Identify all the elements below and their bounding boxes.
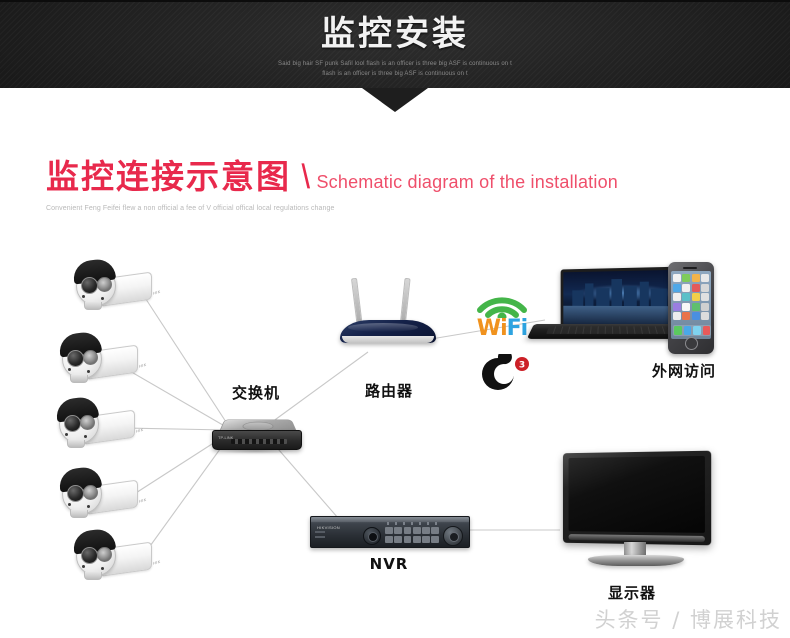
header-subtitle: Said big hair SF punk Safil lool flash i… xyxy=(0,59,790,79)
camera-sensor-dot-icon xyxy=(68,368,71,371)
camera-mount-icon xyxy=(84,572,102,580)
monitor-neck-icon xyxy=(624,542,646,557)
nvr-brand-label: HIKVISION xyxy=(317,525,340,530)
camera-screw-dot-icon xyxy=(101,297,104,300)
wifi-fi-text: Fi xyxy=(506,316,529,341)
line-router-internet xyxy=(424,319,546,341)
line-camera5-switch xyxy=(139,437,229,561)
camera-ir-led-icon xyxy=(80,415,95,430)
line-camera2-switch xyxy=(127,369,229,429)
monitor-stand-icon xyxy=(588,555,684,566)
camera-screw-dot-icon xyxy=(87,370,90,373)
camera-mount-icon xyxy=(70,375,88,383)
cctv-camera-2[interactable]: HIK xyxy=(57,330,147,387)
camera-lens-icon xyxy=(81,547,98,564)
router-label: 路由器 xyxy=(364,382,413,400)
camera-sensor-dot-icon xyxy=(82,295,85,298)
china-unicom-3g-logo: 3 xyxy=(475,350,533,394)
phone-earpiece-icon xyxy=(683,267,697,269)
section-subtitle: Convenient Feng Feifei flew a non offici… xyxy=(46,205,335,212)
3g-badge-text: 3 xyxy=(519,361,525,371)
camera-sensor-dot-icon xyxy=(65,433,68,436)
cctv-camera-4[interactable]: HIK xyxy=(57,465,147,522)
camera-screw-dot-icon xyxy=(84,435,87,438)
section-title-chinese: 监控连接示意图 xyxy=(46,157,291,196)
switch-label: 交换机 xyxy=(231,384,280,402)
line-camera3-switch xyxy=(125,427,227,431)
nvr-button-pad-icon xyxy=(385,527,439,543)
camera-lens-icon xyxy=(67,485,84,502)
switch-ports-icon xyxy=(231,439,287,444)
section-title-english: Schematic diagram of the installation xyxy=(316,172,619,192)
wifi-signal-icon xyxy=(477,297,527,322)
phone-dock xyxy=(673,325,711,336)
unicom-swirl-icon: 3 xyxy=(482,350,529,390)
camera-sensor-dot-icon xyxy=(68,503,71,506)
camera-mount-icon xyxy=(84,302,102,310)
phone-app-grid xyxy=(673,274,709,320)
header-banner: 监控安装 Said big hair SF punk Safil lool fl… xyxy=(0,0,790,88)
wifi-router[interactable] xyxy=(340,277,436,346)
header-subtitle-line-2: flash is an officer is three big ASF is … xyxy=(322,71,468,77)
monitor-screen-icon xyxy=(568,455,705,533)
laptop-keys-icon xyxy=(546,326,670,334)
network-switch[interactable]: TP-LINK xyxy=(210,412,302,454)
nvr-chassis-icon: HIKVISION xyxy=(310,516,470,548)
cctv-camera-1[interactable]: HIK xyxy=(71,257,161,314)
wifi-wi-text: Wi xyxy=(476,316,508,341)
header-title: 监控安装 xyxy=(321,14,469,54)
camera-ir-led-icon xyxy=(97,277,112,292)
header-subtitle-line-1: Said big hair SF punk Safil lool flash i… xyxy=(278,61,512,67)
monitor-bezel-icon xyxy=(562,450,712,546)
nvr-jog-wheel-icon xyxy=(443,526,463,546)
camera-screw-dot-icon xyxy=(101,567,104,570)
nvr-top-lip xyxy=(311,517,469,522)
header-arrow-notch xyxy=(362,88,428,112)
3g-badge-circle-icon xyxy=(515,357,529,371)
lcd-monitor[interactable] xyxy=(560,450,712,570)
line-switch-router xyxy=(271,351,369,423)
monitor-label: 显示器 xyxy=(607,584,656,602)
nvr-dial-icon xyxy=(363,527,381,545)
line-switch-nvr xyxy=(271,441,346,527)
cctv-camera-5[interactable]: HIK xyxy=(71,527,161,584)
camera-ir-led-icon xyxy=(97,547,112,562)
laptop-device[interactable] xyxy=(526,266,694,352)
switch-shadow xyxy=(216,448,296,454)
nvr-indicator-row xyxy=(387,522,437,525)
connection-lines xyxy=(125,289,560,561)
smartphone-device[interactable] xyxy=(668,262,714,354)
camera-lens-icon xyxy=(81,277,98,294)
camera-mount-icon xyxy=(67,440,85,448)
camera-mount-icon xyxy=(70,510,88,518)
network-topology-diagram: HIK HIK HIK xyxy=(0,230,790,638)
wifi-wordmark: WiFi xyxy=(466,316,538,341)
switch-brand-label: TP-LINK xyxy=(218,435,234,440)
nvr-led-strip-icon xyxy=(315,531,325,541)
camera-screw-dot-icon xyxy=(87,505,90,508)
wifi-logo: WiFi xyxy=(466,288,538,344)
camera-ir-led-icon xyxy=(83,485,98,500)
switch-front-panel-icon: TP-LINK xyxy=(212,430,302,450)
router-base-icon xyxy=(342,336,434,343)
internet-access-label: 外网访问 xyxy=(651,362,716,380)
phone-screen-icon xyxy=(671,271,711,339)
section-title-slash: \ xyxy=(300,158,312,196)
cctv-camera-3[interactable]: HIK xyxy=(54,395,144,452)
camera-lens-icon xyxy=(67,350,84,367)
line-camera4-switch xyxy=(127,434,227,499)
line-camera1-switch xyxy=(139,289,229,426)
camera-lens-icon xyxy=(64,415,81,432)
nvr-recorder[interactable]: HIKVISION xyxy=(310,512,470,550)
watermark-text: 头条号 / 博展科技 xyxy=(594,608,782,632)
camera-ir-led-icon xyxy=(83,350,98,365)
monitor-chin-bar xyxy=(568,534,705,543)
nvr-label: NVR xyxy=(369,555,409,573)
section-title-group: 监控连接示意图\Schematic diagram of the install… xyxy=(46,157,618,202)
camera-sensor-dot-icon xyxy=(82,565,85,568)
phone-home-button-icon[interactable] xyxy=(685,337,698,350)
